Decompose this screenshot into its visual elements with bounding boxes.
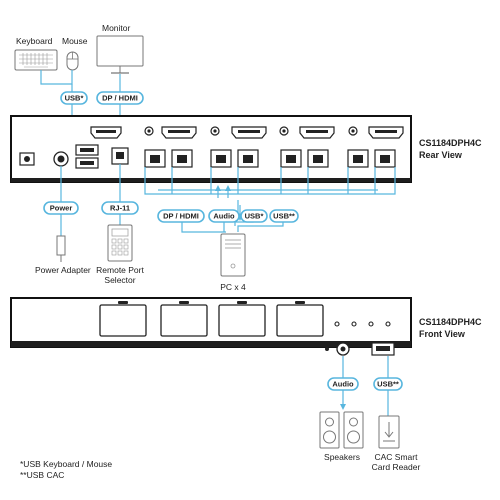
front-button-1 [99,301,147,337]
footnote-usb-cac: **USB CAC [20,470,64,480]
front-button-2 [160,301,208,337]
usb-pc-tag: USB* [240,209,268,223]
remote-selector-label-line1: Remote Port [96,265,144,275]
audio-front-tag: Audio [327,377,359,391]
svg-text:Audio: Audio [332,380,354,389]
front-button-3 [218,301,266,337]
footnote-usb-kbm: *USB Keyboard / Mouse [20,459,112,469]
rj11-tag: RJ-11 [101,201,139,215]
pc-label: PC x 4 [220,282,246,292]
pc3-ports [279,126,335,168]
svg-text:Power: Power [50,204,73,213]
console-usb-ports [75,144,99,169]
front-leds [334,321,391,327]
remote-port-selector-icon [107,224,133,262]
monitor-icon [96,35,144,74]
remote-selector-label-line2: Selector [104,275,135,285]
svg-text:DP / HDMI: DP / HDMI [163,212,199,221]
svg-text:USB*: USB* [245,212,264,221]
pc1-ports [144,126,197,168]
speakers-icon [319,411,364,449]
svg-text:Audio: Audio [213,212,235,221]
cac-label-line1: CAC Smart [375,452,419,462]
front-button-4 [276,301,324,337]
front-view-label: Front View [419,329,466,339]
dc-in-port [19,152,35,166]
svg-text:USB**: USB** [377,380,399,389]
rear-model-label: CS1184DPH4C [419,138,482,148]
rj11-port [111,147,129,165]
power-jack [53,151,69,167]
cac-label-line2: Card Reader [372,462,421,472]
svg-text:USB**: USB** [273,212,295,221]
dp-hdmi-top-tag: DP / HDMI [96,91,144,105]
keyboard-mouse-cable [40,70,73,85]
svg-text:DP / HDMI: DP / HDMI [102,94,138,103]
monitor-label: Monitor [102,23,131,33]
mouse-label: Mouse [62,36,88,46]
front-panel [10,297,412,348]
console-video-port [90,126,122,139]
cac-card-reader-icon [378,415,400,449]
front-audio-port [325,342,350,356]
power-adapter-label: Power Adapter [35,265,91,275]
power-tag: Power [43,201,79,215]
power-adapter-icon [56,235,66,262]
usb-kbm-tag: USB* [60,91,88,105]
front-usb-port [371,342,395,356]
pc4-ports [347,126,404,168]
keyboard-label: Keyboard [16,36,53,46]
keyboard-icon [14,49,58,71]
svg-text:RJ-11: RJ-11 [110,204,130,213]
dp-hdmi-pc-tag: DP / HDMI [157,209,205,223]
usb-cac-pc-tag: USB** [269,209,299,223]
pc2-ports [210,126,267,168]
svg-text:USB*: USB* [65,94,84,103]
mouse-icon [66,51,79,71]
rear-view-label: Rear View [419,150,463,160]
audio-pc-tag: Audio [208,209,240,223]
speakers-label: Speakers [324,452,360,462]
pc-tower-icon [220,233,246,277]
front-model-label: CS1184DPH4C [419,317,482,327]
usb-front-tag: USB** [373,377,403,391]
